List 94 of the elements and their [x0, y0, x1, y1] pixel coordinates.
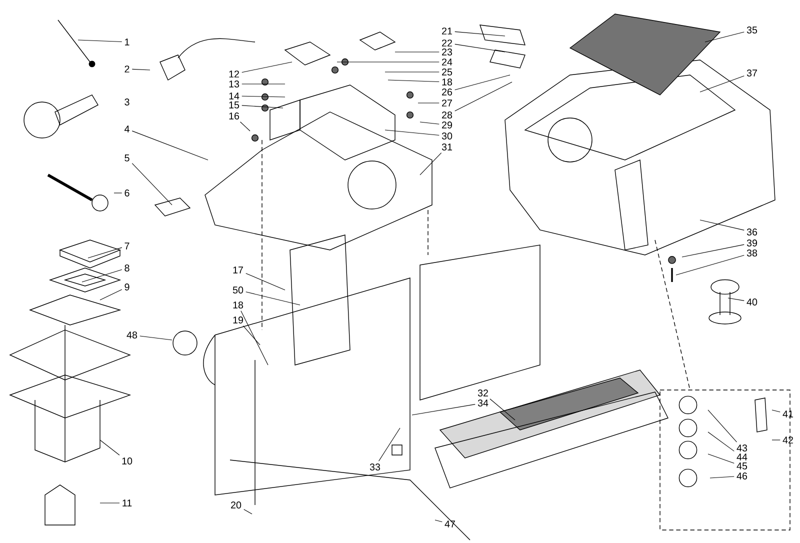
- callout-number: 1: [125, 38, 130, 46]
- callout-number: 22: [442, 40, 452, 46]
- leader-line: [242, 62, 292, 73]
- callout-number: 17: [233, 266, 243, 274]
- callout-number: 13: [229, 80, 240, 88]
- callout-number: 41: [782, 410, 793, 418]
- callout-number: 14: [229, 92, 240, 100]
- leader-line: [412, 404, 476, 416]
- leader-line: [240, 122, 250, 132]
- callout-number: 38: [746, 250, 758, 256]
- leader-line: [88, 247, 122, 258]
- callout-number: 23: [442, 48, 452, 56]
- callout-number: 26: [442, 88, 452, 96]
- callout-number: 29: [442, 122, 452, 128]
- callout-number: 36: [746, 228, 758, 236]
- callout-number: 7: [124, 242, 130, 250]
- callout-number: 48: [126, 332, 138, 338]
- leader-line: [490, 398, 516, 420]
- leader-line: [708, 410, 738, 442]
- leader-line: [676, 254, 744, 276]
- callout-number: 9: [124, 284, 130, 290]
- callout-number: 3: [124, 98, 130, 106]
- leader-line: [82, 269, 122, 282]
- leader-line: [682, 244, 744, 258]
- leader-line: [420, 122, 440, 124]
- callout-number: 47: [444, 520, 455, 528]
- callout-number: 15: [229, 102, 240, 108]
- leader-line: [772, 410, 780, 412]
- callout-number: 42: [782, 436, 793, 444]
- leader-line: [454, 74, 510, 90]
- leader-line: [418, 102, 440, 104]
- leader-line: [710, 476, 734, 478]
- callout-number: 16: [229, 112, 240, 120]
- callout-number: 28: [442, 112, 452, 118]
- leader-line: [420, 152, 442, 176]
- callout-number: 5: [124, 154, 130, 162]
- callout-number: 10: [122, 458, 132, 464]
- leader-line: [100, 502, 120, 504]
- callout-number: 18: [233, 302, 244, 308]
- callout-number: 6: [124, 190, 130, 196]
- callout-number: 35: [746, 26, 758, 34]
- callout-number: 25: [442, 68, 452, 76]
- leader-line: [240, 310, 268, 366]
- leader-line: [434, 520, 442, 522]
- callout-number: 12: [229, 70, 239, 78]
- callout-number: 8: [124, 264, 130, 272]
- leader-line: [132, 68, 150, 70]
- leader-line: [700, 220, 744, 230]
- leader-line: [384, 130, 440, 136]
- callout-number: 33: [370, 464, 380, 470]
- leader-line: [132, 130, 208, 160]
- leader-line: [454, 82, 512, 112]
- callout-number: 21: [442, 28, 452, 34]
- callout-number: 20: [231, 502, 242, 508]
- callout-number: 44: [736, 454, 748, 460]
- callout-number: 30: [442, 132, 452, 140]
- leader-line: [388, 80, 440, 82]
- leader-line: [100, 440, 120, 456]
- callout-number: 46: [736, 472, 748, 480]
- callout-number: 32: [478, 390, 488, 396]
- leader-line: [454, 31, 506, 36]
- callout-number: 37: [746, 70, 757, 76]
- callout-number: 2: [124, 66, 130, 72]
- leader-line: [378, 428, 400, 462]
- callout-number: 43: [736, 444, 748, 452]
- callout-number: 40: [746, 298, 758, 306]
- leader-line: [246, 292, 300, 306]
- callout-number: 31: [442, 144, 452, 150]
- leader-line: [100, 289, 122, 300]
- leader-line: [242, 105, 284, 108]
- callout-number: 45: [736, 462, 748, 470]
- leader-line: [708, 432, 734, 452]
- callout-number: 34: [478, 400, 488, 406]
- callout-number: 27: [442, 100, 452, 106]
- leader-line: [140, 336, 172, 340]
- leader-line: [132, 163, 172, 206]
- leader-line: [78, 40, 122, 42]
- leader-line: [244, 509, 252, 514]
- leader-line: [708, 454, 734, 464]
- callout-number: 50: [232, 286, 244, 294]
- leader-line: [114, 192, 122, 194]
- leader-line: [246, 273, 286, 290]
- leader-line: [242, 96, 286, 98]
- callout-number: 19: [233, 316, 243, 324]
- callout-number: 11: [122, 500, 132, 506]
- leader-line: [704, 32, 744, 42]
- callout-number: 18: [442, 78, 452, 86]
- callout-number: 39: [746, 240, 757, 246]
- callout-number: 4: [124, 126, 130, 132]
- leader-line: [700, 76, 744, 92]
- leader-line: [728, 298, 744, 301]
- callout-number: 24: [442, 58, 452, 66]
- leader-line: [454, 44, 506, 52]
- leader-line: [242, 326, 260, 346]
